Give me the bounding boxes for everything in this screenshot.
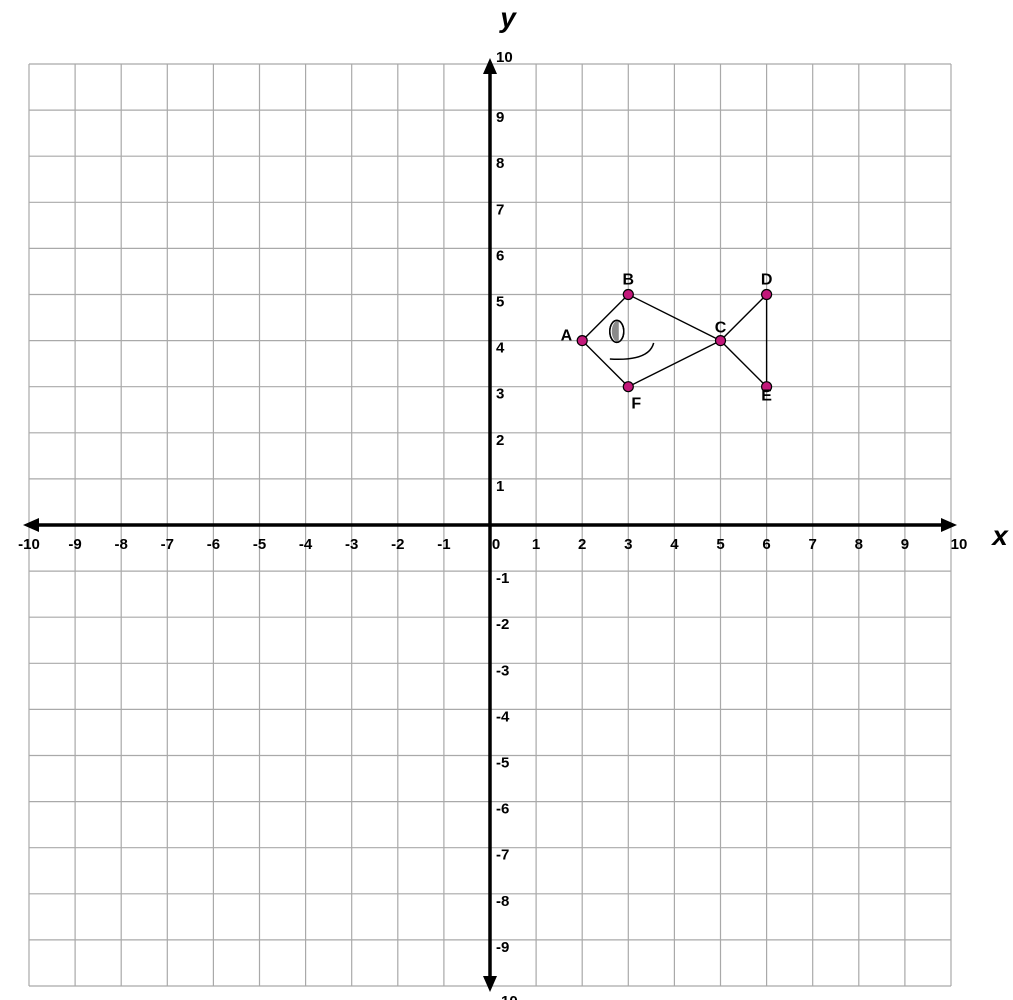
x-tick-label: 0	[492, 536, 500, 553]
x-tick-label: -10	[18, 536, 40, 553]
y-tick-label: 8	[496, 155, 504, 172]
point-label-f: F	[631, 396, 641, 413]
smile-icon	[609, 342, 655, 361]
eye-pupil-icon	[611, 320, 619, 343]
point-a	[576, 335, 588, 347]
y-axis-label: y	[498, 2, 517, 33]
point-c	[714, 335, 727, 347]
x-tick-label: 4	[670, 536, 679, 553]
segment-ec	[720, 340, 768, 388]
x-tick-label: 1	[532, 536, 540, 553]
y-tick-label: -7	[496, 847, 509, 864]
x-tick-label: 9	[901, 536, 909, 553]
y-tick-label: 9	[496, 109, 504, 126]
y-tick-label: -9	[496, 939, 509, 956]
x-tick-label: 5	[716, 536, 724, 553]
point-label-c: C	[715, 320, 727, 337]
y-axis-up-arrow-icon	[483, 58, 497, 74]
y-tick-label: -6	[496, 801, 509, 818]
y-tick-label: -3	[496, 662, 509, 679]
x-tick-label: 8	[855, 536, 863, 553]
point-label-d: D	[761, 272, 773, 289]
x-tick-label: -5	[253, 536, 266, 553]
x-tick-label: -7	[161, 536, 174, 553]
y-tick-label: 10	[496, 49, 513, 66]
point-f	[622, 381, 634, 393]
x-axis-right-arrow-icon	[941, 518, 957, 532]
y-tick-labels: 10 9 8 7 6 5 4 3 2 1 -1 -2 -3 -4 -5 -6 -7 -8 -9 -10	[496, 49, 518, 1000]
x-axis-left-arrow-icon	[23, 518, 39, 532]
axes	[23, 58, 957, 992]
point-label-a: A	[561, 328, 573, 345]
y-tick-label: -2	[496, 616, 509, 633]
x-tick-label: 7	[809, 536, 817, 553]
y-tick-label: -1	[496, 570, 509, 587]
segment-fa	[581, 340, 629, 388]
point-label-e: E	[761, 388, 772, 405]
x-tick-label: -3	[345, 536, 358, 553]
y-tick-label: 5	[496, 294, 504, 311]
y-tick-label: -8	[496, 893, 509, 910]
x-tick-label: -9	[68, 536, 81, 553]
x-axis-label: x	[990, 520, 1009, 551]
x-tick-label: -2	[391, 536, 404, 553]
x-tick-label: -4	[299, 536, 313, 553]
x-tick-label: -8	[115, 536, 128, 553]
segment-ab	[581, 294, 629, 342]
y-tick-label: -4	[496, 708, 510, 725]
point-label-b: B	[623, 272, 635, 289]
point-e	[760, 381, 773, 393]
y-tick-label: 3	[496, 386, 504, 403]
y-axis-down-arrow-icon	[483, 976, 497, 992]
eye-outline-icon	[609, 319, 625, 344]
x-tick-label: 6	[762, 536, 770, 553]
y-tick-label: 2	[496, 432, 504, 449]
y-tick-label: 6	[496, 247, 504, 264]
y-tick-label: 4	[496, 340, 505, 357]
y-tick-label: -10	[496, 993, 518, 1000]
y-tick-label: 7	[496, 201, 504, 218]
y-tick-label: -5	[496, 755, 509, 772]
x-tick-label: 3	[624, 536, 632, 553]
x-tick-label: 10	[951, 536, 968, 553]
fish-figure	[581, 293, 768, 388]
segment-bc	[627, 293, 721, 342]
x-tick-label: -6	[207, 536, 220, 553]
x-tick-label: -1	[437, 536, 450, 553]
segment-cf	[627, 339, 721, 388]
points: A B C D E F	[561, 272, 773, 413]
point-d	[760, 288, 773, 301]
point-b	[622, 288, 634, 301]
y-tick-label: 1	[496, 478, 504, 495]
x-tick-label: 2	[578, 536, 586, 553]
segment-cd	[720, 294, 768, 342]
